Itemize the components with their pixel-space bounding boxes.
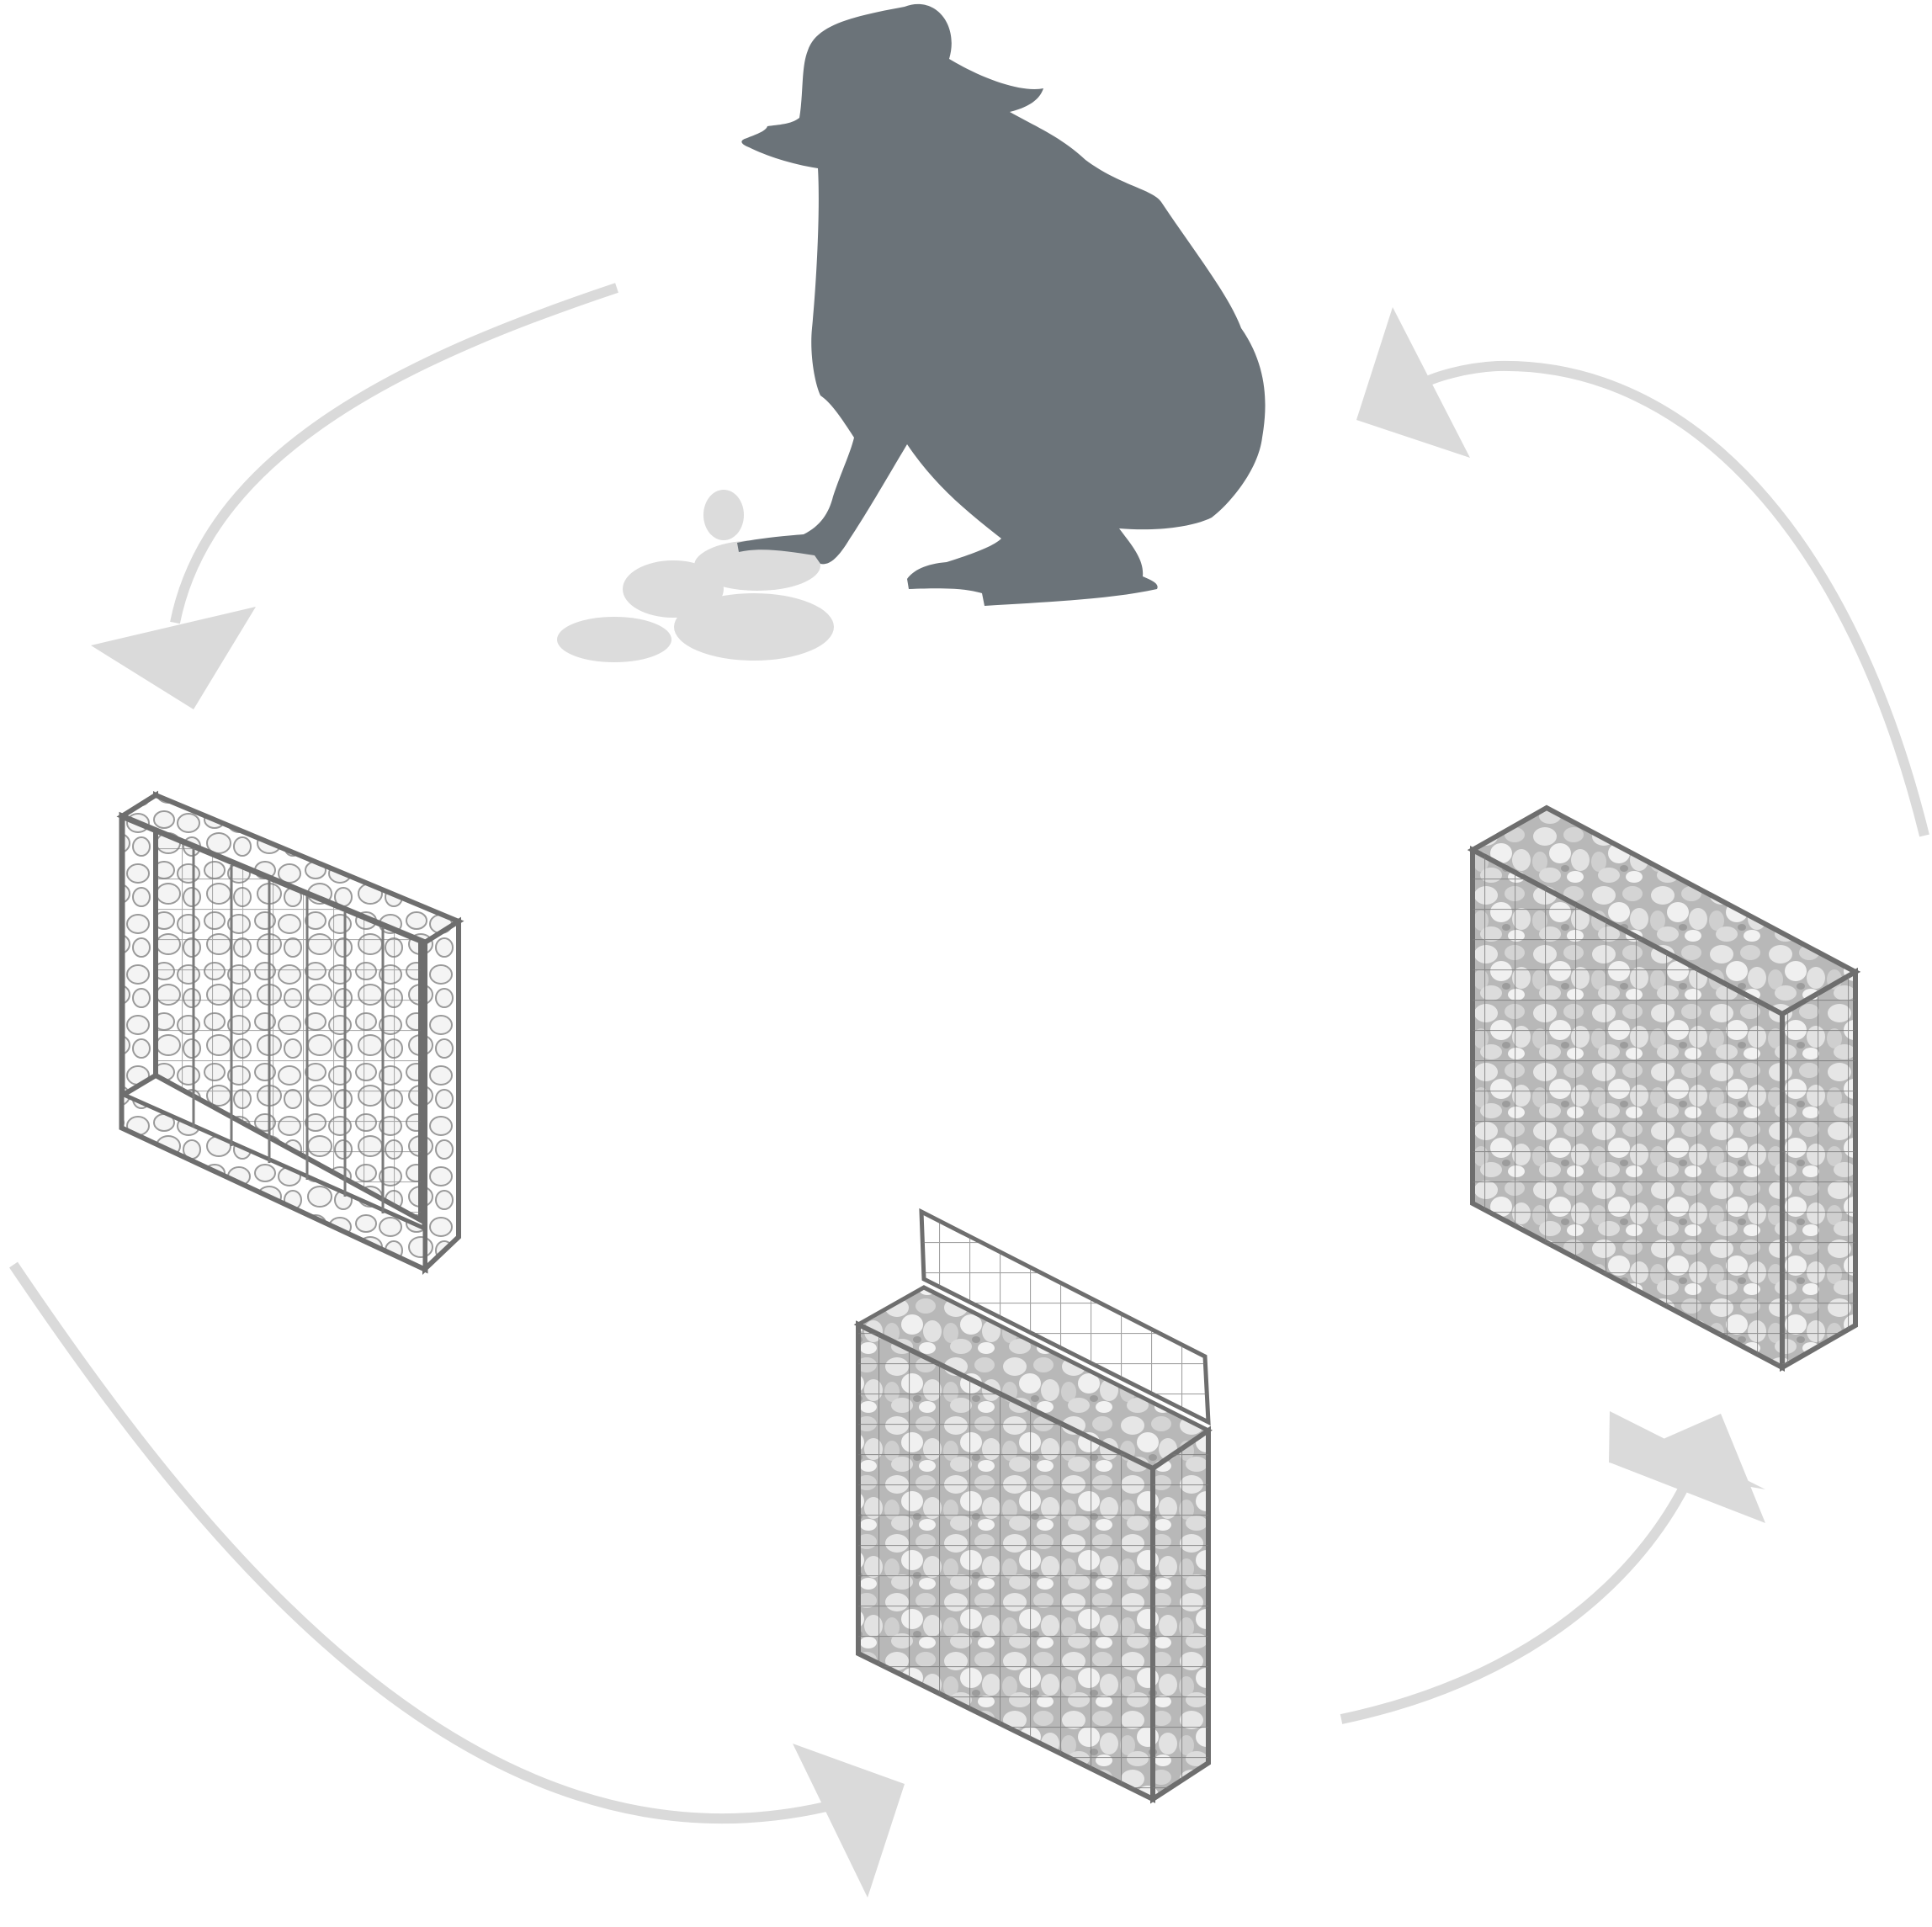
arrow-filling-to-filled [1340,1478,1692,1724]
arrow-empty-to-filling [9,1261,835,1824]
arrow-collect-to-empty [170,283,618,624]
arrow-filled-to-collect [1420,360,1929,837]
arrowhead-top-right-icon [1356,307,1470,458]
cycle-arrows [9,283,1929,1824]
filling-gabion-basket-icon [853,1208,1213,1804]
arrowhead-right-bottom-icon-fill [1610,1414,1765,1523]
person-collecting-stones-icon [557,3,1266,662]
arrowhead-left-icon [91,607,256,709]
empty-gabion-basket-icon [116,790,464,1275]
filled-gabion-basket-icon [1467,804,1861,1372]
arrowhead-bottom-icon [793,1744,905,1898]
